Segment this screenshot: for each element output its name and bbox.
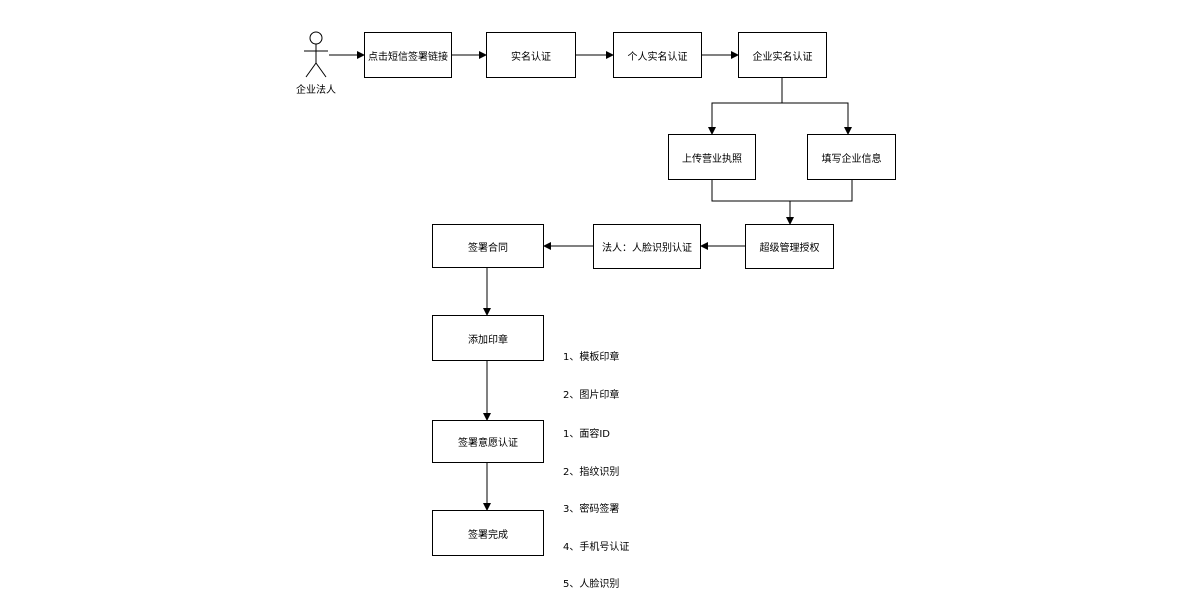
node-signing-intent-auth: 签署意愿认证 — [432, 420, 544, 463]
node-legal-face-recognition: 法人：人脸识别认证 — [593, 224, 701, 269]
edge-fill-superadmin — [790, 180, 853, 202]
note-intent-option: 2、指纹识别 — [563, 466, 620, 478]
note-seal-option: 1、模板印章 — [563, 352, 620, 363]
node-fill-enterprise-info: 填写企业信息 — [807, 134, 896, 180]
actor-icon — [304, 31, 328, 78]
note-intent-option: 1、面容ID — [563, 429, 611, 440]
node-add-seal: 添加印章 — [432, 315, 544, 361]
edge-enterprise-upload — [708, 78, 783, 135]
edge-enterprise-fill — [782, 102, 852, 135]
note-seal-option: 2、图片印章 — [563, 389, 620, 401]
edge-upload-superadmin — [711, 180, 794, 225]
node-super-admin-authorization: 超级管理授权 — [745, 224, 834, 269]
node-real-name-auth: 实名认证 — [486, 32, 576, 78]
note-intent-option: 4、手机号认证 — [563, 541, 630, 553]
node-click-sms-link: 点击短信签署链接 — [364, 32, 452, 78]
node-signing-complete: 签署完成 — [432, 510, 544, 556]
note-intent-option: 3、密码签署 — [563, 504, 620, 515]
flowchart-connectors — [304, 31, 853, 511]
node-enterprise-real-name-auth: 企业实名认证 — [738, 32, 827, 78]
note-seal-options: 1、模板印章 2、图片印章 — [563, 327, 619, 415]
actor-label: 企业法人 — [296, 85, 336, 96]
note-intent-option: 5、人脸识别 — [563, 579, 620, 590]
note-intent-options: 1、面容ID 2、指纹识别 3、密码签署 4、手机号认证 5、人脸识别 — [563, 404, 629, 604]
node-sign-contract: 签署合同 — [432, 224, 544, 268]
node-upload-business-license: 上传营业执照 — [668, 134, 756, 180]
node-personal-real-name-auth: 个人实名认证 — [613, 32, 702, 78]
